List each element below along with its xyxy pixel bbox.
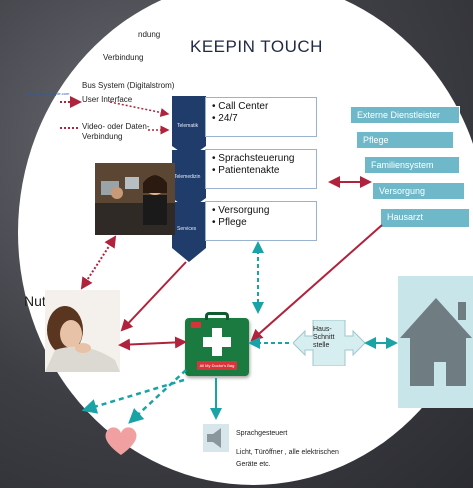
label-video-verbindung: Verbindung bbox=[82, 132, 123, 141]
diagram-title: KEEPIN TOUCH bbox=[190, 37, 323, 56]
haus-schnittstelle-arrow bbox=[293, 320, 365, 366]
box1-line1: • Call Center bbox=[212, 101, 269, 112]
service-hausarzt: Hausarzt bbox=[380, 208, 470, 228]
box3-line2: • Pflege bbox=[212, 217, 247, 228]
speaker-text-line2: Geräte etc. bbox=[236, 461, 271, 468]
label-verbindung: Verbindung bbox=[103, 53, 144, 62]
box3-line1: • Versorgung bbox=[212, 205, 270, 216]
box2-line1: • Sprachsteuerung bbox=[212, 153, 295, 164]
service-pflege: Pflege bbox=[356, 131, 454, 149]
service-versorgung: Versorgung bbox=[372, 182, 465, 200]
nutzer-photo bbox=[45, 290, 120, 372]
box-versorgung: • Versorgung • Pflege bbox=[205, 201, 317, 241]
label-video: Video- oder Daten- bbox=[82, 122, 150, 131]
chevron-column bbox=[172, 96, 206, 262]
box-call-center: • Call Center • 24/7 bbox=[205, 97, 317, 137]
speaker-title: Sprachgesteuert bbox=[236, 430, 288, 437]
label-user-interface: User Interface bbox=[82, 95, 133, 104]
call-center-photo bbox=[95, 163, 175, 235]
speaker-icon bbox=[203, 424, 229, 452]
heart-icon bbox=[105, 427, 137, 455]
first-aid-kit-icon: All My Doctor's Bag bbox=[185, 312, 249, 376]
label-bus-system: Bus System (Digitalstrom) bbox=[82, 81, 175, 90]
chevron-label-services: Services bbox=[177, 226, 197, 232]
chevron-label-telemedizin: Telemedizin bbox=[174, 174, 201, 180]
house-panel bbox=[398, 276, 473, 408]
label-fragment: ndung bbox=[138, 30, 161, 39]
haus-schnittstelle-label: Haus- Schnitt stelle bbox=[313, 326, 335, 349]
service-familiensystem: Familiensystem bbox=[364, 156, 460, 174]
url-text: http://www.example.com bbox=[26, 91, 70, 96]
speaker-text-line1: Licht, Türöffner , alle elektrischen bbox=[236, 449, 339, 456]
chevron-label-telematik: Telematik bbox=[177, 123, 199, 129]
box-sprachsteuerung: • Sprachsteuerung • Patientenakte bbox=[205, 149, 317, 189]
service-externe: Externe Dienstleister bbox=[350, 106, 460, 124]
box2-line2: • Patientenakte bbox=[212, 165, 280, 176]
box1-line2: • 24/7 bbox=[212, 113, 238, 124]
kit-label: All My Doctor's Bag bbox=[197, 361, 237, 370]
